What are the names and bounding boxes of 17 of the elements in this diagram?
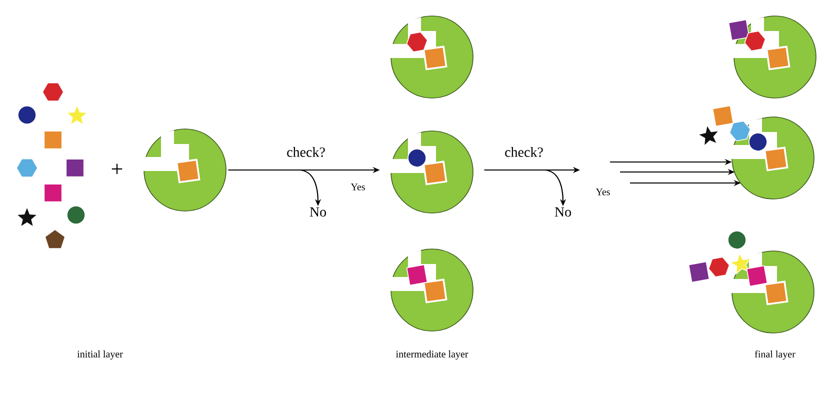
pacman-drawing (728, 16, 816, 98)
layer-caption: intermediate layer (396, 350, 468, 360)
answer-label: Yes (350, 184, 365, 190)
pacman-drawing (390, 130, 474, 214)
pacman-drawing (697, 105, 814, 200)
outcome-label: No (553, 206, 573, 218)
outcome-label: No (308, 206, 328, 218)
answer-label: Yes (596, 188, 610, 196)
layer-caption: final layer (754, 350, 796, 360)
edge-label: check? (504, 146, 544, 158)
pacman-drawing (390, 248, 474, 332)
edge-label: check? (286, 146, 326, 158)
layer-caption: initial layer (77, 350, 123, 360)
pacman-drawing (688, 230, 814, 334)
pacman-drawing (390, 16, 474, 98)
pacman-drawing (144, 128, 226, 212)
plus-sign: + (112, 164, 122, 174)
